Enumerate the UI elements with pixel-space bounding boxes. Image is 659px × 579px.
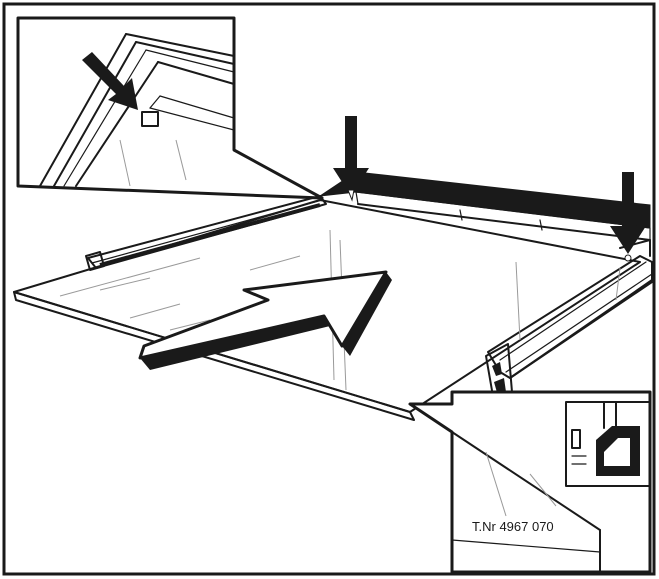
down-pointer-arrow <box>333 116 369 202</box>
push-direction-arrow <box>138 270 392 370</box>
bottom-inset-detail: T.Nr 4967 070 <box>408 390 652 574</box>
down-pointer-arrow <box>82 52 138 110</box>
rail-profile <box>565 401 651 487</box>
glass-clip <box>141 111 159 127</box>
top-inset-detail <box>16 16 324 200</box>
down-pointer-arrow <box>610 172 646 262</box>
part-number-label: T.Nr 4967 070 <box>472 519 554 534</box>
left-rail-end-cap <box>85 251 105 271</box>
